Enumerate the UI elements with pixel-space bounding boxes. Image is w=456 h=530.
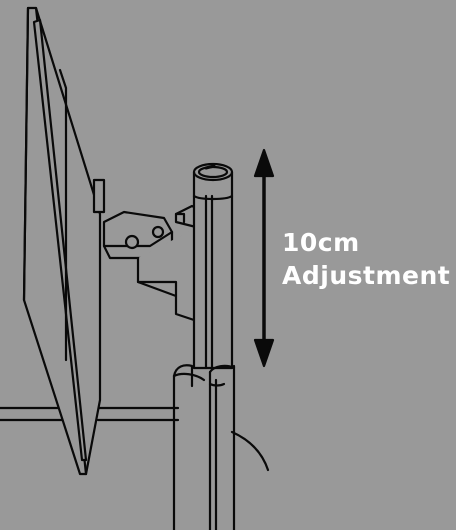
monitor bbox=[22, 6, 106, 476]
lower-pole bbox=[172, 364, 236, 530]
adjustment-caption: 10cm Adjustment bbox=[282, 226, 450, 292]
adjustment-arrow bbox=[253, 148, 275, 368]
caption-line-measure: 10cm bbox=[282, 228, 360, 257]
upper-pole bbox=[192, 162, 234, 370]
monitor-bracket bbox=[102, 204, 202, 322]
caption-line-label: Adjustment bbox=[282, 261, 451, 290]
desk-edge bbox=[0, 406, 270, 472]
